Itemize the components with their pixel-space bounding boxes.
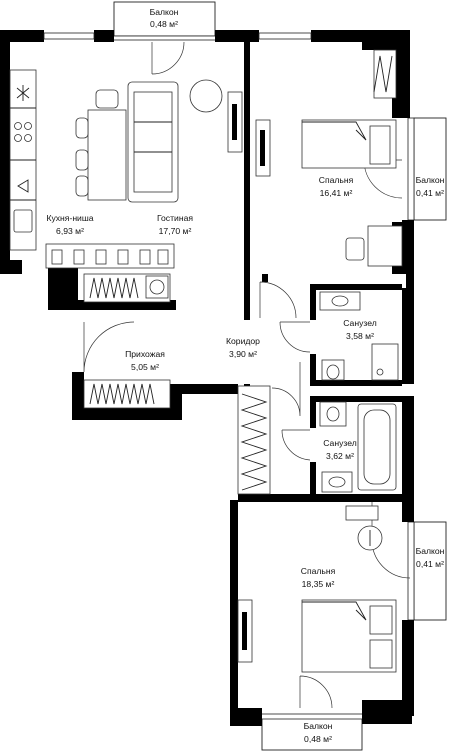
wardrobe-bedroom1: [373, 49, 397, 99]
balcony-right-2: [407, 521, 447, 621]
svg-text:Кухня-ниша: Кухня-ниша: [46, 213, 93, 223]
label-kitchen: Кухня-ниша 6,93 м²: [46, 213, 93, 236]
svg-text:Балкон: Балкон: [304, 721, 333, 731]
tv-stand-bedroom2: [237, 599, 253, 663]
balcony-bottom: [259, 713, 365, 751]
bed-bedroom1: [301, 119, 397, 169]
label-living: Гостиная 17,70 м²: [157, 213, 193, 236]
label-balcony-right2: Балкон 0,41 м²: [416, 546, 445, 569]
dining-table: [75, 89, 127, 201]
label-balcony-bottom: Балкон 0,48 м²: [304, 721, 333, 744]
label-balcony-right1: Балкон 0,41 м²: [416, 175, 445, 198]
hall-wardrobe: [83, 379, 171, 409]
bed-bedroom2: [301, 599, 397, 673]
windows: [43, 32, 312, 40]
svg-text:Спальня: Спальня: [319, 175, 354, 185]
label-bath2: Санузел 3,62 м²: [323, 438, 356, 461]
svg-text:Балкон: Балкон: [416, 175, 445, 185]
ac-unit: [345, 505, 383, 551]
svg-text:5,05 м²: 5,05 м²: [131, 362, 159, 372]
svg-text:17,70 м²: 17,70 м²: [159, 226, 192, 236]
desk-bedroom1: [345, 225, 403, 267]
svg-text:16,41 м²: 16,41 м²: [320, 188, 353, 198]
svg-text:Балкон: Балкон: [416, 546, 445, 556]
svg-text:3,90 м²: 3,90 м²: [229, 349, 257, 359]
svg-text:0,41 м²: 0,41 м²: [416, 559, 444, 569]
kitchen-counter: [9, 69, 37, 251]
sofa: [127, 81, 179, 203]
svg-text:Санузел: Санузел: [343, 318, 376, 328]
corridor-wardrobe: [237, 385, 271, 495]
svg-text:0,41 м²: 0,41 м²: [416, 188, 444, 198]
laundry-shelf: [83, 273, 171, 303]
svg-text:Прихожая: Прихожая: [125, 349, 165, 359]
tv-stand-living: [227, 91, 243, 153]
armchair-round: [189, 79, 223, 113]
svg-text:18,35 м²: 18,35 м²: [302, 579, 335, 589]
outer-walls: [0, 30, 414, 726]
label-balcony-top: Балкон 0,48 м²: [150, 7, 179, 29]
svg-text:6,93 м²: 6,93 м²: [56, 226, 84, 236]
label-corridor: Коридор 3,90 м²: [226, 336, 260, 359]
tv-stand-bedroom1: [255, 119, 271, 177]
label-bath1: Санузел 3,58 м²: [343, 318, 376, 341]
svg-text:Гостиная: Гостиная: [157, 213, 193, 223]
svg-text:0,48 м²: 0,48 м²: [150, 19, 178, 29]
svg-text:Балкон: Балкон: [150, 7, 179, 17]
svg-text:0,48 м²: 0,48 м²: [304, 734, 332, 744]
label-bedroom1: Спальня 16,41 м²: [319, 175, 354, 198]
balcony-right-1: [407, 117, 447, 221]
label-bedroom2: Спальня 18,35 м²: [301, 566, 336, 589]
kitchen-lower-cabinets: [45, 243, 175, 269]
bath2-fixtures: [319, 401, 397, 493]
label-hall: Прихожая 5,05 м²: [125, 349, 165, 372]
svg-text:3,58 м²: 3,58 м²: [346, 331, 374, 341]
bath1-fixtures: [319, 291, 399, 381]
svg-text:Коридор: Коридор: [226, 336, 260, 346]
svg-text:Спальня: Спальня: [301, 566, 336, 576]
svg-text:Санузел: Санузел: [323, 438, 356, 448]
svg-text:3,62 м²: 3,62 м²: [326, 451, 354, 461]
